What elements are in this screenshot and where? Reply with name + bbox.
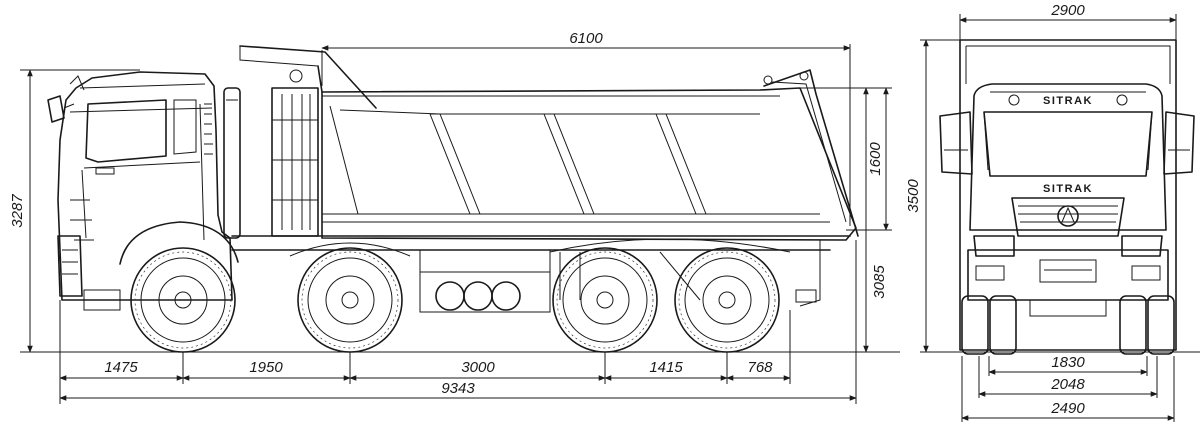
side-view: 6100 3287 1600 3085 [9,30,900,404]
dim-rear-track: 2048 [1050,376,1085,393]
front-tyre-left-inner [989,295,1017,355]
cab [47,71,241,311]
front-tyre-right-inner [1119,295,1147,355]
front-hoist [271,69,319,237]
dim-wheelbase-2-3: 3000 [461,359,495,376]
front-tyre-left [961,295,989,355]
dim-overall-width: 2490 [1050,400,1085,417]
dim-platform-height: 3085 [871,265,888,299]
tipper-body [239,45,859,241]
dim-cab-height: 3287 [9,194,26,228]
dim-front-track: 1830 [1051,354,1085,371]
dim-tipped-width: 2900 [1050,2,1085,19]
wheel-4 [674,247,780,353]
dim-front-overhang: 1475 [104,359,138,376]
dim-wheelbase-1-2: 1950 [249,359,283,376]
wheel-3 [552,247,658,353]
dim-overall-height: 3500 [905,179,922,213]
wheel-1 [130,247,236,353]
dim-overall-length: 9343 [441,380,475,397]
front-view: SITRAK SITRAK [905,2,1200,422]
wheel-2 [297,247,403,353]
dim-side-height: 1600 [867,142,884,176]
grille-brand-text: SITRAK [1043,183,1093,195]
front-tyre-right [1147,295,1175,355]
roof-brand-text: SITRAK [1043,95,1093,107]
dim-body-length: 6100 [569,30,603,47]
dim-wheelbase-3-4: 1415 [649,359,683,376]
side-dimensions: 6100 3287 1600 3085 [9,30,892,404]
dim-rear-overhang: 768 [747,359,773,376]
chassis [231,235,851,313]
front-dimensions: 2900 3500 1830 2048 2490 [905,2,1177,422]
